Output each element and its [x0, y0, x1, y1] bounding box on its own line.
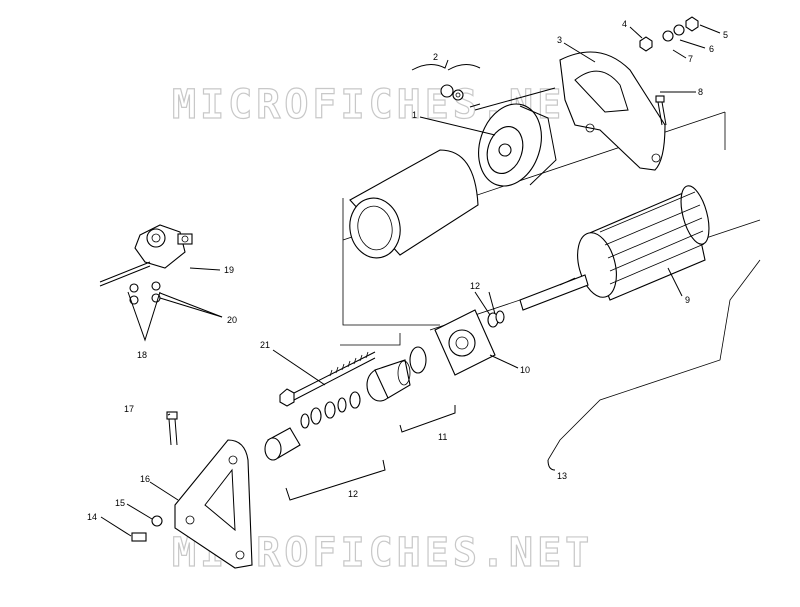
nut-washer-set-2	[440, 84, 464, 101]
callout-7: 7	[688, 54, 693, 64]
callout-4: 4	[622, 19, 627, 29]
callout-12-top: 12	[470, 281, 480, 291]
callout-3: 3	[557, 35, 562, 45]
callout-13: 13	[557, 471, 567, 481]
callout-8: 8	[698, 87, 703, 97]
solenoid-part	[99, 224, 193, 305]
callout-18: 18	[137, 350, 147, 360]
callout-11: 11	[438, 432, 447, 442]
sleeve-12-bottom	[264, 427, 301, 461]
callout-9: 9	[685, 295, 690, 305]
through-bolt-21	[279, 351, 376, 407]
callout-17: 17	[124, 404, 134, 414]
leader-lines	[100, 24, 721, 537]
callout-6: 6	[709, 44, 714, 54]
mounting-bracket-16	[174, 439, 253, 569]
bolt-8	[655, 95, 667, 126]
drive-gear-part	[300, 359, 411, 429]
callout-10: 10	[520, 365, 530, 375]
callout-16: 16	[140, 474, 150, 484]
armature-part	[519, 185, 710, 311]
washer-pair-12-top	[487, 310, 505, 328]
screw-washer-14-15	[131, 515, 163, 542]
callout-5: 5	[723, 30, 728, 40]
callout-15: 15	[115, 498, 125, 508]
end-cover-part	[469, 87, 557, 187]
callout-12-bottom: 12	[348, 489, 358, 499]
callout-21: 21	[260, 340, 270, 350]
callout-20: 20	[227, 315, 237, 325]
callout-2: 2	[433, 52, 438, 62]
motor-housing-part	[349, 149, 479, 259]
drive-end-plate-part	[409, 309, 496, 376]
support-bracket-part	[559, 51, 666, 171]
bolt-17	[166, 411, 178, 446]
callout-19: 19	[224, 265, 234, 275]
callout-14: 14	[87, 512, 97, 522]
callout-numbers: 1 2 3 4 5 6 7 8 9 10 11 12 12 13 14 15 1…	[87, 19, 728, 522]
assembly-guide-lines	[340, 111, 761, 461]
callout-1: 1	[412, 110, 417, 120]
small-hardware-4-7	[639, 16, 699, 52]
